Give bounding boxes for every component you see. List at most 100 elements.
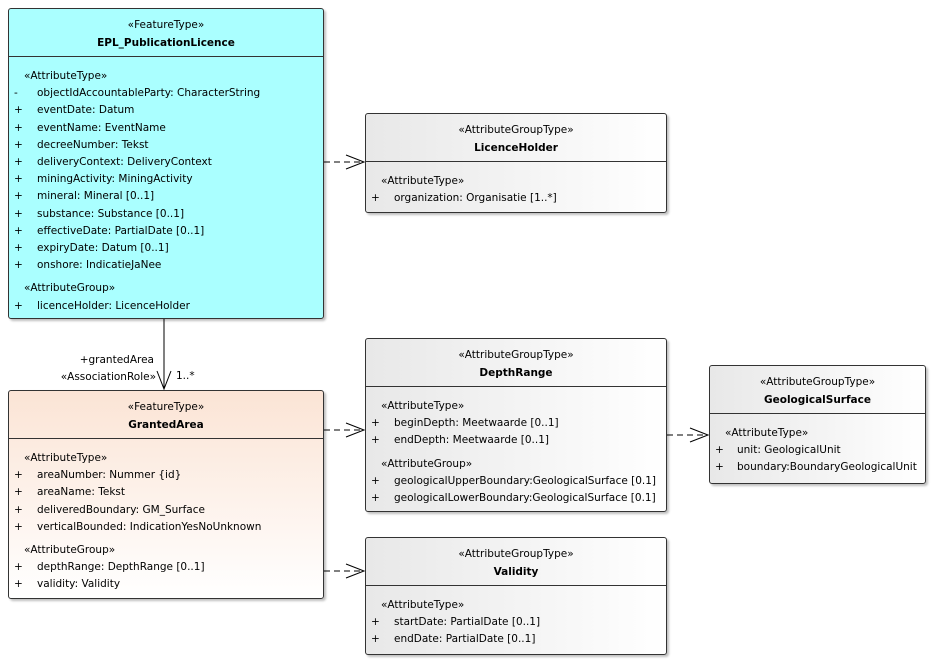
attribute-text: licenceHolder: LicenceHolder xyxy=(37,299,190,312)
attribute-text: verticalBounded: IndicationYesNoUnknown xyxy=(37,520,262,533)
visibility-marker: + xyxy=(14,207,23,220)
attribute-compartment: «AttributeType» +organization: Organisati… xyxy=(366,162,666,207)
compartment-stereotype: «AttributeType» xyxy=(381,599,465,611)
attribute-row[interactable]: + licenceHolder: LicenceHolder xyxy=(9,298,323,315)
visibility-marker: + xyxy=(14,224,23,237)
attribute-row[interactable]: + verticalBounded: IndicationYesNoUnknown xyxy=(9,519,323,536)
attribute-row[interactable]: + unit: GeologicalUnit xyxy=(710,442,925,459)
compartment-stereotype: «AttributeType» xyxy=(725,427,809,439)
visibility-marker: + xyxy=(14,121,23,134)
attribute-row[interactable]: - objectIdAccountableParty: CharacterStri… xyxy=(9,85,323,102)
attribute-text: eventName: EventName xyxy=(37,121,166,134)
class-stereotype: «FeatureType» xyxy=(127,401,205,413)
dependency-depthrange-to-geologicalsurface xyxy=(667,427,710,443)
class-stereotype: «AttributeGroupType» xyxy=(458,349,574,361)
attribute-compartment: «AttributeType» +startDate: PartialDate [… xyxy=(366,586,666,649)
compartment-stereotype: «AttributeGroup» xyxy=(381,457,473,470)
compartment-stereotype: «AttributeType» xyxy=(381,400,465,412)
visibility-marker: + xyxy=(14,156,23,169)
visibility-marker: + xyxy=(14,173,23,186)
compartment-stereotype: «AttributeType» xyxy=(24,452,108,464)
class-depthrange[interactable]: «AttributeGroupType» DepthRange «Attribute… xyxy=(365,338,667,512)
attribute-text: validity: Validity xyxy=(37,578,121,591)
visibility-marker: + xyxy=(14,104,23,117)
class-header: «AttributeGroupType» GeologicalSurface xyxy=(710,366,925,414)
attribute-text: mineral: Mineral [0..1] xyxy=(37,190,155,203)
attribute-text: areaNumber: Nummer {id} xyxy=(37,469,182,482)
class-geologicalsurface[interactable]: «AttributeGroupType»GeologicalSurface«At… xyxy=(709,365,926,484)
attribute-text: eventDate: Datum xyxy=(37,104,135,117)
class-name: LicenceHolder xyxy=(474,142,558,154)
attribute-text: objectIdAccountableParty: CharacterStrin… xyxy=(37,87,261,100)
class-validity[interactable]: «AttributeGroupType»Validity«AttributeTy… xyxy=(365,537,667,655)
class-header: «AttributeGroupType»LicenceHolder xyxy=(366,114,666,162)
class-name: GeologicalSurface xyxy=(763,394,871,406)
visibility-marker: + xyxy=(371,417,380,430)
class-header: «AttributeGroupType»Validity xyxy=(366,538,666,586)
visibility-marker: + xyxy=(14,242,23,255)
attribute-text: onshore: IndicatieJaNee xyxy=(37,259,162,272)
visibility-marker: + xyxy=(715,444,724,457)
attribute-text: geologicalLowerBoundary:GeologicalSurfac… xyxy=(394,492,656,505)
attribute-text: organization: Organisatie [1..*] xyxy=(394,192,557,205)
association-role-stereotype: «AssociationRole» xyxy=(60,371,156,383)
attribute-row[interactable]: +geologicalUpperBoundary:GeologicalSurfa… xyxy=(366,473,666,490)
attribute-row[interactable]: +geologicalLowerBoundary:GeologicalSurfa… xyxy=(366,490,666,507)
compartment-stereotype: «AttributeType» xyxy=(24,70,108,82)
class-stereotype: «FeatureType» xyxy=(127,19,205,31)
visibility-marker: + xyxy=(715,461,724,474)
attribute-text: unit: GeologicalUnit xyxy=(737,444,841,457)
visibility-marker: + xyxy=(14,520,23,533)
association-multiplicity: 1..* xyxy=(176,370,195,382)
attribute-text: deliveredBoundary: GM_Surface xyxy=(37,503,205,516)
attribute-row[interactable]: + eventDate: Datum xyxy=(9,102,323,119)
class-stereotype: «AttributeGroupType» xyxy=(759,376,876,388)
attribute-row[interactable]: + beginDepth: Meetwaarde [0..1] xyxy=(366,415,666,432)
attribute-row[interactable]: +validity: Validity xyxy=(9,576,323,593)
attribute-text: beginDepth: Meetwaarde [0..1] xyxy=(394,417,559,430)
attribute-text: endDate: PartialDate [0..1] xyxy=(394,633,536,646)
attribute-row[interactable]: +effectiveDate: PartialDate [0..1] xyxy=(9,223,323,240)
dependency-grantedarea-to-validity xyxy=(324,563,366,579)
attribute-text: endDepth: Meetwaarde [0..1] xyxy=(394,434,550,447)
attribute-row[interactable]: +organization: Organisatie [1..*] xyxy=(366,190,666,207)
compartment-stereotype: «AttributeType» xyxy=(381,175,465,187)
attribute-row[interactable]: +decreeNumber: Tekst xyxy=(9,137,323,154)
attribute-compartment: «AttributeType»+areaNumber: Nummer {id}+… xyxy=(9,439,323,594)
attribute-row[interactable]: +miningActivity: MiningActivity xyxy=(9,171,323,188)
attribute-row[interactable]: +boundary:BoundaryGeologicalUnit xyxy=(710,459,925,476)
attribute-row[interactable]: + eventName: EventName xyxy=(9,120,323,137)
visibility-marker: + xyxy=(371,434,380,447)
attribute-row[interactable]: + endDepth: Meetwaarde [0..1] xyxy=(366,432,666,449)
attribute-row[interactable]: +depthRange: DepthRange [0..1] xyxy=(9,559,323,576)
visibility-marker: + xyxy=(14,503,23,516)
class-header: «FeatureType» GrantedArea xyxy=(9,391,323,439)
visibility-marker: + xyxy=(14,259,23,272)
visibility-marker: + xyxy=(14,299,23,312)
class-grantedarea[interactable]: «FeatureType»GrantedArea«AttributeType»+… xyxy=(8,390,324,599)
class-licenceholder[interactable]: «AttributeGroupType»LicenceHolder«Attrib… xyxy=(365,113,667,213)
attribute-compartment: «AttributeType»+beginDepth: Meetwaarde [… xyxy=(366,387,666,507)
attribute-text: expiryDate: Datum [0..1] xyxy=(37,242,169,255)
class-name: DepthRange xyxy=(479,367,553,379)
attribute-row[interactable]: +startDate: PartialDate [0..1] xyxy=(366,614,666,631)
class-name: GrantedArea xyxy=(128,419,204,431)
attribute-row[interactable]: +areaName: Tekst xyxy=(9,484,323,501)
class-epl-publicationlicence[interactable]: «FeatureType»EPL_PublicationLicence«Attr… xyxy=(8,8,324,319)
attribute-row[interactable]: + deliveredBoundary: GM_Surface xyxy=(9,502,323,519)
attribute-row[interactable]: + expiryDate: Datum [0..1] xyxy=(9,240,323,257)
attribute-compartment: «AttributeType»+unit: GeologicalUnit+bou… xyxy=(710,414,925,477)
attribute-row[interactable]: +substance: Substance [0..1] xyxy=(9,206,323,223)
association-role-name: +grantedArea xyxy=(79,354,154,366)
attribute-row[interactable]: +mineral: Mineral [0..1] xyxy=(9,188,323,205)
class-name: Validity xyxy=(493,566,539,578)
visibility-marker: + xyxy=(14,138,23,151)
visibility-marker: + xyxy=(14,469,23,482)
attribute-row[interactable]: +endDate: PartialDate [0..1] xyxy=(366,631,666,648)
attribute-row[interactable]: +deliveryContext: DeliveryContext xyxy=(9,154,323,171)
attribute-row[interactable]: + areaNumber: Nummer {id} xyxy=(9,467,323,484)
association-epl-to-grantedarea xyxy=(156,319,172,391)
visibility-marker: - xyxy=(14,87,18,100)
attribute-row[interactable]: + onshore: IndicatieJaNee xyxy=(9,257,323,274)
